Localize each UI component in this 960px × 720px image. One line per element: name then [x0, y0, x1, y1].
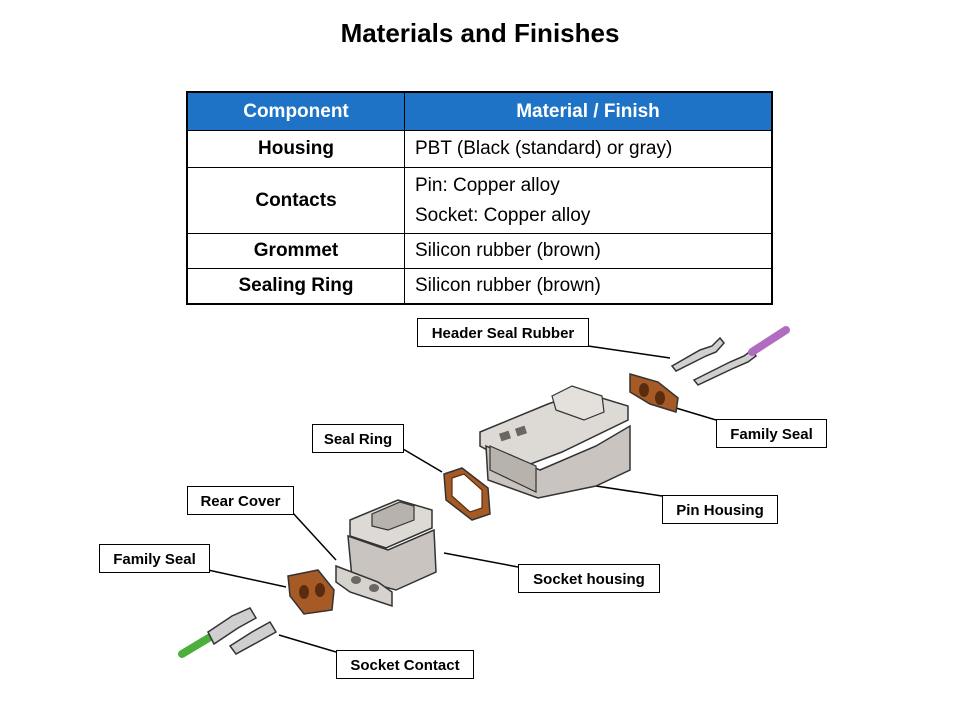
finish-line: Silicon rubber (brown) — [415, 240, 601, 261]
socket-contact-with-wire — [178, 607, 278, 658]
finish-cell: PBT (Black (standard) or gray) — [404, 130, 773, 168]
socket-contact-upper — [207, 607, 258, 646]
finish-line: PBT (Black (standard) or gray) — [415, 138, 673, 159]
component-cell: Contacts — [186, 167, 405, 234]
component-cell: Grommet — [186, 233, 405, 269]
callout-socket-housing: Socket housing — [518, 564, 660, 593]
seal-ring-part — [443, 467, 491, 521]
socket-housing-latch — [371, 501, 415, 531]
table-row: Sealing Ring Silicon rubber (brown) — [186, 268, 773, 304]
rear-cover-hole — [369, 584, 379, 592]
pin-contact-with-wire — [670, 326, 790, 386]
page-title: Materials and Finishes — [340, 18, 620, 48]
pin-housing-window — [515, 425, 527, 437]
callout-rear-cover: Rear Cover — [187, 486, 294, 515]
family-seal-hole — [315, 583, 325, 597]
callout-family-seal-right: Family Seal — [716, 419, 827, 448]
component-cell: Sealing Ring — [186, 268, 405, 304]
callout-header-seal-rubber: Header Seal Rubber — [417, 318, 589, 347]
pin-wire — [748, 326, 790, 356]
family-seal-right — [629, 373, 679, 413]
callout-socket-contact: Socket Contact — [336, 650, 474, 679]
family-seal-body — [287, 569, 335, 615]
pin-housing-part — [479, 385, 631, 499]
family-seal-body — [629, 373, 679, 413]
column-header-material-finish: Material / Finish — [404, 91, 773, 131]
family-seal-hole — [655, 391, 665, 405]
leader-lines — [207, 345, 717, 653]
table-row: Grommet Silicon rubber (brown) — [186, 233, 773, 269]
leader-socket-contact — [278, 634, 337, 653]
seal-ring-opening — [451, 473, 483, 513]
materials-table: Component Material / Finish Housing PBT … — [186, 91, 773, 305]
table-row: Contacts Pin: Copper alloy Socket: Coppe… — [186, 167, 773, 234]
leader-rear-cover — [291, 511, 337, 561]
finish-line: Pin: Copper alloy — [415, 174, 560, 196]
callout-pin-housing: Pin Housing — [662, 495, 778, 524]
rear-cover-hole — [351, 576, 361, 584]
family-seal-left — [287, 569, 335, 615]
column-header-component: Component — [186, 91, 405, 131]
leader-family-seal-left — [207, 569, 287, 588]
table-row: Housing PBT (Black (standard) or gray) — [186, 130, 773, 168]
finish-line: Socket: Copper alloy — [415, 204, 591, 226]
socket-contact-lower — [228, 620, 278, 655]
callout-seal-ring: Seal Ring — [312, 424, 404, 453]
rear-cover-part — [335, 564, 393, 608]
leader-pin-housing — [595, 485, 663, 497]
finish-cell: Silicon rubber (brown) — [404, 268, 773, 304]
callout-family-seal-left: Family Seal — [99, 544, 210, 573]
finish-cell: Silicon rubber (brown) — [404, 233, 773, 269]
finish-line: Silicon rubber (brown) — [415, 274, 601, 296]
leader-socket-housing — [443, 552, 519, 568]
table-header-row: Component Material / Finish — [186, 91, 773, 131]
leader-header-seal-rubber — [587, 345, 671, 359]
leader-family-seal-right — [675, 407, 717, 421]
socket-wire — [178, 632, 216, 658]
family-seal-hole — [299, 585, 309, 599]
socket-housing-part — [335, 499, 437, 608]
pin-housing-latch — [551, 385, 605, 421]
pin-housing-window — [499, 430, 511, 442]
pin-contact-upper — [670, 336, 725, 372]
pin-housing-front — [489, 445, 537, 493]
leader-seal-ring — [397, 445, 443, 473]
finish-cell: Pin: Copper alloy Socket: Copper alloy — [404, 167, 773, 234]
family-seal-hole — [639, 383, 649, 397]
pin-contact-lower — [692, 348, 758, 386]
